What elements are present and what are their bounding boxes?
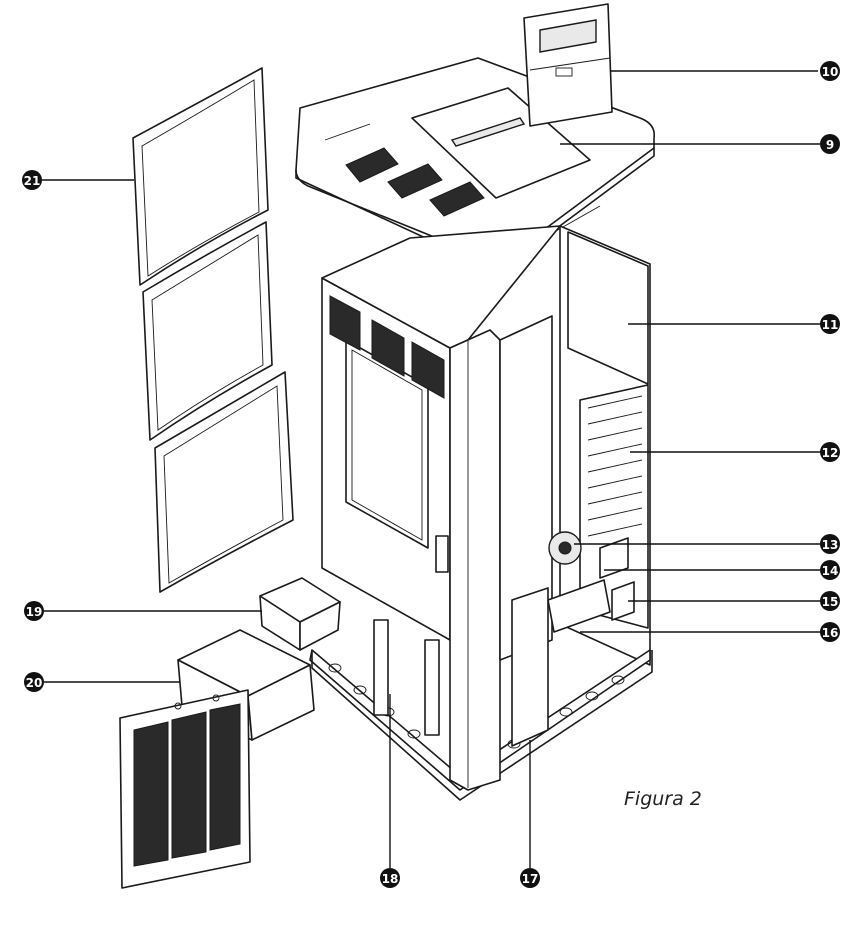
svg-text:17: 17	[522, 872, 539, 886]
pellet-tray-bracket	[547, 579, 611, 633]
svg-text:18: 18	[382, 872, 399, 886]
svg-text:9: 9	[826, 138, 834, 152]
callout-16: 16	[820, 622, 840, 642]
callout-15: 15	[820, 591, 840, 611]
side-panel-bottom	[154, 371, 294, 593]
svg-text:20: 20	[26, 676, 43, 690]
side-panels	[132, 67, 294, 593]
control-board	[599, 537, 629, 579]
callout-19: 19	[24, 601, 44, 621]
callout-18: 18	[380, 868, 400, 888]
svg-text:11: 11	[822, 318, 839, 332]
figure-caption: Figura 2	[624, 788, 702, 810]
callout-13: 13	[820, 534, 840, 554]
leader-lines	[42, 70, 820, 868]
burn-pot	[259, 577, 341, 651]
svg-text:13: 13	[822, 538, 839, 552]
top-lid-vents	[345, 147, 485, 217]
blower-motor	[548, 531, 582, 565]
svg-text:19: 19	[26, 605, 43, 619]
svg-text:14: 14	[822, 564, 839, 578]
callout-10: 10	[820, 61, 840, 81]
svg-text:15: 15	[822, 595, 839, 609]
svg-text:16: 16	[822, 626, 839, 640]
callout-17: 17	[520, 868, 540, 888]
callout-14: 14	[820, 560, 840, 580]
callout-20: 20	[24, 672, 44, 692]
svg-text:10: 10	[822, 65, 839, 79]
side-panel-middle	[142, 221, 273, 441]
stove-body	[309, 225, 653, 801]
callout-21: 21	[22, 170, 42, 190]
front-grille	[119, 689, 251, 889]
callout-9: 9	[820, 134, 840, 154]
front-door	[321, 277, 451, 641]
side-panel-top	[132, 67, 269, 286]
side-grill	[579, 384, 649, 629]
callout-12: 12	[820, 442, 840, 462]
igniter-bracket	[611, 581, 635, 621]
callout-11: 11	[820, 314, 840, 334]
top-rear-panel	[523, 3, 613, 127]
svg-text:12: 12	[822, 446, 839, 460]
svg-text:21: 21	[24, 174, 41, 188]
